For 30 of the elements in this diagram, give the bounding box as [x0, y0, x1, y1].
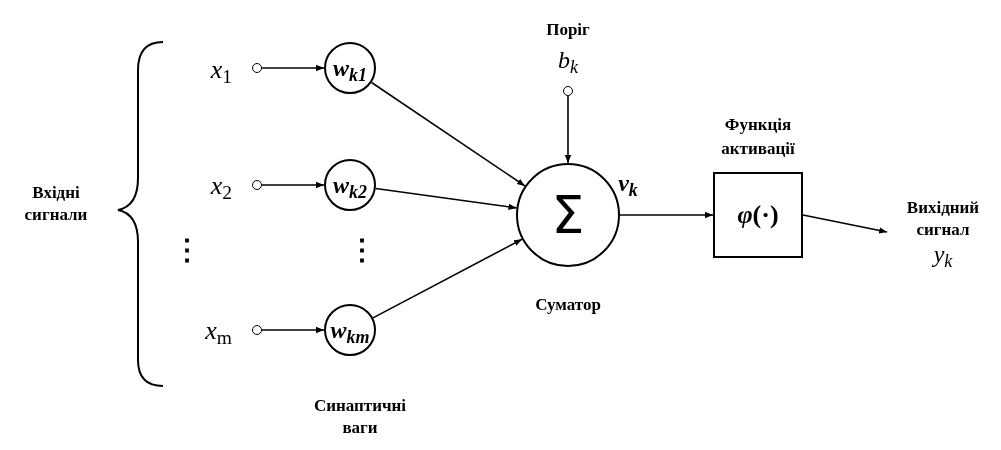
- output-label: Вихідний сигнал: [905, 197, 981, 241]
- weight-label: w$_{k2}$: [333, 173, 367, 197]
- arrow: [261, 64, 325, 72]
- caption-text: Синаптичні ваги: [312, 395, 408, 439]
- activation-label: Функція активації: [720, 114, 796, 160]
- weight-label: w$_{km}$: [330, 318, 370, 342]
- weight-label: w$_{k1}$: [333, 56, 367, 80]
- adder-label: Суматор: [534, 294, 602, 316]
- arrow: [370, 81, 526, 187]
- arrow: [802, 214, 888, 234]
- input-terminal: [563, 86, 573, 96]
- bias-symbol: b$_{k}$: [557, 46, 579, 78]
- function-label: φ(·): [737, 202, 779, 228]
- body-text: Вхідні сигнали: [23, 182, 89, 226]
- input-terminal: [252, 180, 262, 190]
- arrow: [261, 326, 325, 334]
- input-label: x$_{2}$: [209, 170, 232, 205]
- sigma-symbol: Σ: [551, 189, 585, 241]
- arrow: [619, 211, 714, 219]
- input-terminal: [252, 63, 262, 73]
- bias-label: Поріг: [545, 19, 591, 41]
- edge-label: v$_{k}$: [617, 169, 639, 201]
- arrow: [261, 181, 325, 189]
- input-label: x$_{m}$: [204, 315, 232, 350]
- arrow: [564, 95, 572, 164]
- arrow: [372, 238, 523, 319]
- output-symbol: y$_{k}$: [933, 241, 953, 267]
- input-label: x$_{1}$: [209, 54, 232, 89]
- activation-box: [713, 172, 803, 258]
- input-terminal: [252, 325, 262, 335]
